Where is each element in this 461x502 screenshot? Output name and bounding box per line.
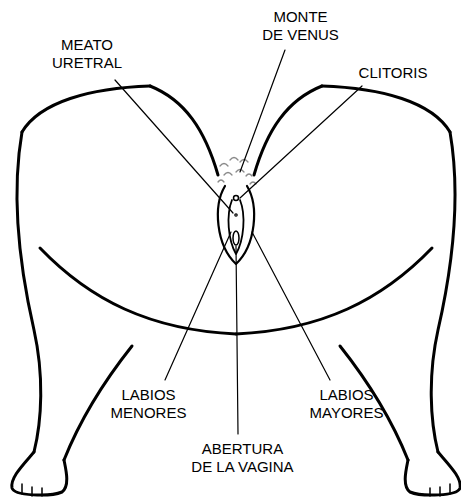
- clitoris-mark: [234, 196, 239, 201]
- foot-outline: [405, 452, 460, 495]
- part-label: ABERTURA DE LA VAGINA: [191, 440, 294, 476]
- part-label: MEATO URETRAL: [51, 36, 123, 72]
- leader-line: [236, 246, 238, 434]
- opening-mark: [233, 231, 239, 245]
- part-label: MONTE DE VENUS: [262, 8, 339, 44]
- part-label: LABIOS MAYORES: [309, 386, 384, 422]
- toe-lines: [22, 484, 42, 496]
- leader-line: [240, 50, 285, 172]
- part-label: LABIOS MENORES: [110, 386, 187, 422]
- buttock-crease: [40, 248, 236, 334]
- leader-line: [115, 80, 233, 213]
- thigh-outline: [22, 86, 150, 132]
- hair-strokes: [218, 158, 256, 185]
- leader-line: [252, 232, 330, 380]
- leader-line: [240, 86, 362, 198]
- body-outline: [12, 86, 460, 496]
- toe-lines: [430, 484, 450, 496]
- buttock-crease: [236, 248, 432, 334]
- left-half: [12, 86, 236, 496]
- leader-line: [165, 232, 231, 380]
- thigh-outline: [322, 86, 450, 132]
- leg-outline: [17, 132, 41, 452]
- leader-lines: [115, 50, 362, 434]
- mons-hatching: [218, 158, 256, 185]
- foot-outline: [12, 452, 67, 495]
- urethral-mark: [235, 214, 237, 216]
- leg-outline: [431, 132, 455, 452]
- part-label: CLITORIS: [358, 64, 428, 82]
- right-half: [236, 86, 460, 496]
- groin-outline: [254, 86, 322, 175]
